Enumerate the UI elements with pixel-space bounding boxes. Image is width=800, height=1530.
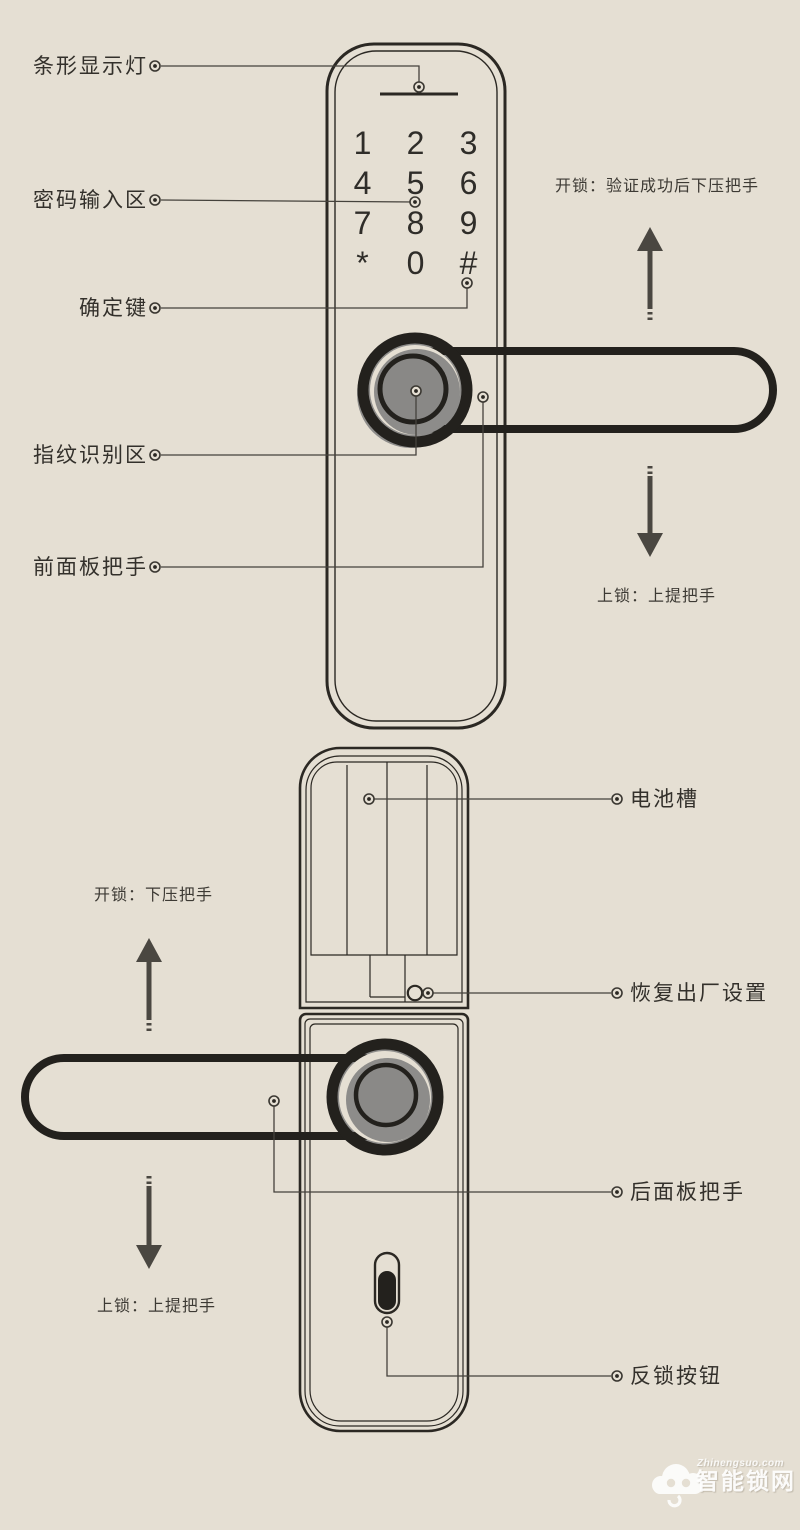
- key-star: *: [356, 244, 369, 281]
- callout-label-fingerprint-area: 指纹识别区: [33, 444, 148, 467]
- back-unlock-note: 开锁：下压把手: [94, 887, 214, 904]
- back-lock-note: 上锁：上提把手: [97, 1298, 217, 1315]
- watermark-cloud-logo: [652, 1464, 703, 1508]
- callout-label-front-handle: 前面板把手: [33, 556, 148, 579]
- key-2: 2: [406, 124, 425, 161]
- callout-label-keypad-area: 密码输入区: [33, 189, 148, 212]
- watermark-site-name: 智能锁网: [696, 1468, 796, 1494]
- callout-label-deadbolt: 反锁按钮: [630, 1365, 722, 1388]
- back-callout-lines: [273, 798, 611, 1377]
- callout-label-battery-slot: 电池槽: [630, 788, 699, 811]
- key-9: 9: [459, 204, 478, 241]
- key-8: 8: [406, 204, 425, 241]
- front-unlock-arrow-up: [637, 227, 663, 320]
- back-panel-battery-section: [298, 746, 470, 1010]
- factory-reset-button: [406, 984, 424, 1002]
- front-callout-lines: [160, 65, 484, 568]
- battery-compartment: [310, 761, 458, 956]
- deadbolt-button: [373, 1251, 401, 1315]
- watermark-site-url: Zhinengsuo.com: [697, 1458, 784, 1469]
- key-0: 0: [406, 244, 425, 281]
- front-lock-arrow-down: [637, 466, 663, 557]
- back-panel-lower-section: [298, 1012, 470, 1433]
- back-unlock-arrow-up: [136, 938, 162, 1031]
- keypad: 1 2 3 4 5 6 7 8 9 * 0 #: [336, 123, 495, 283]
- callout-label-factory-reset: 恢复出厂设置: [630, 982, 768, 1005]
- back-lock-arrow-down: [136, 1176, 162, 1269]
- key-6: 6: [459, 164, 478, 201]
- key-3: 3: [459, 124, 478, 161]
- key-5: 5: [406, 164, 425, 201]
- key-1: 1: [353, 124, 372, 161]
- callout-label-bar-light: 条形显示灯: [33, 55, 148, 78]
- front-panel: [325, 42, 507, 730]
- key-4: 4: [353, 164, 372, 201]
- callout-label-back-handle: 后面板把手: [630, 1181, 745, 1204]
- callout-label-confirm-key: 确定键: [79, 297, 148, 320]
- front-unlock-note: 开锁：验证成功后下压把手: [555, 178, 760, 195]
- back-knob: [326, 1038, 444, 1156]
- key-7: 7: [353, 204, 372, 241]
- front-lock-note: 上锁：上提把手: [597, 588, 717, 605]
- key-hash: #: [459, 244, 478, 281]
- back-callout-dots: [268, 793, 623, 1382]
